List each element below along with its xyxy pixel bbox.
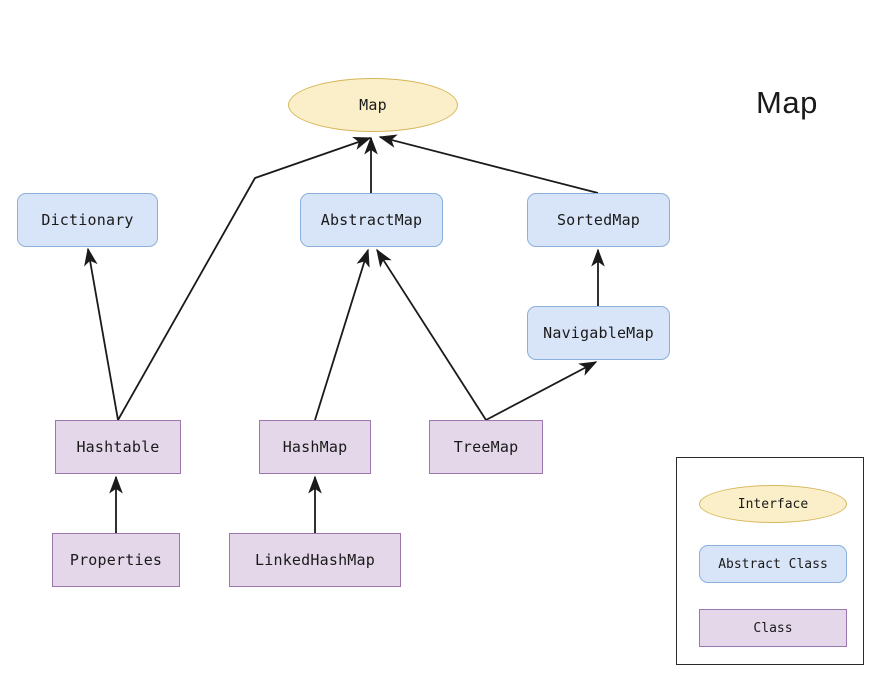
node-label: SortedMap: [556, 211, 641, 229]
node-navigablemap[interactable]: NavigableMap: [527, 306, 670, 360]
legend-item-label: Class: [753, 620, 793, 636]
node-label: AbstractMap: [320, 211, 423, 229]
node-label: Map: [359, 96, 387, 114]
edge-treemap-to-navigablemap: [485, 361, 598, 421]
legend-abstract-class: Abstract Class: [699, 545, 847, 583]
page-title: Map: [756, 85, 818, 120]
node-dictionary[interactable]: Dictionary: [17, 193, 158, 247]
node-abstractmap[interactable]: AbstractMap: [300, 193, 443, 247]
node-map[interactable]: Map: [288, 78, 458, 132]
node-properties[interactable]: Properties: [52, 533, 180, 587]
edge-hashmap-to-abstractmap: [314, 248, 370, 421]
node-label: NavigableMap: [543, 324, 654, 342]
edge-hashtable-to-map: [117, 136, 372, 421]
node-hashmap[interactable]: HashMap: [259, 420, 371, 474]
node-linkedhashmap[interactable]: LinkedHashMap: [229, 533, 401, 587]
edge-sortedmap-to-map: [378, 134, 599, 194]
node-label: Dictionary: [41, 211, 134, 229]
node-label: LinkedHashMap: [255, 551, 375, 569]
edge-treemap-to-abstractmap: [376, 248, 487, 421]
legend-class: Class: [699, 609, 847, 647]
inheritance-edges: [84, 134, 605, 533]
legend-item-label: Abstract Class: [718, 556, 828, 572]
node-label: HashMap: [282, 438, 348, 456]
node-hashtable[interactable]: Hashtable: [55, 420, 181, 474]
edge-hashtable-to-dictionary: [84, 247, 119, 421]
node-label: Hashtable: [76, 438, 160, 456]
legend-interface: Interface: [699, 485, 847, 523]
node-sortedmap[interactable]: SortedMap: [527, 193, 670, 247]
node-label: Properties: [69, 551, 163, 569]
node-label: TreeMap: [453, 438, 519, 456]
node-treemap[interactable]: TreeMap: [429, 420, 543, 474]
legend-item-label: Interface: [737, 496, 809, 512]
